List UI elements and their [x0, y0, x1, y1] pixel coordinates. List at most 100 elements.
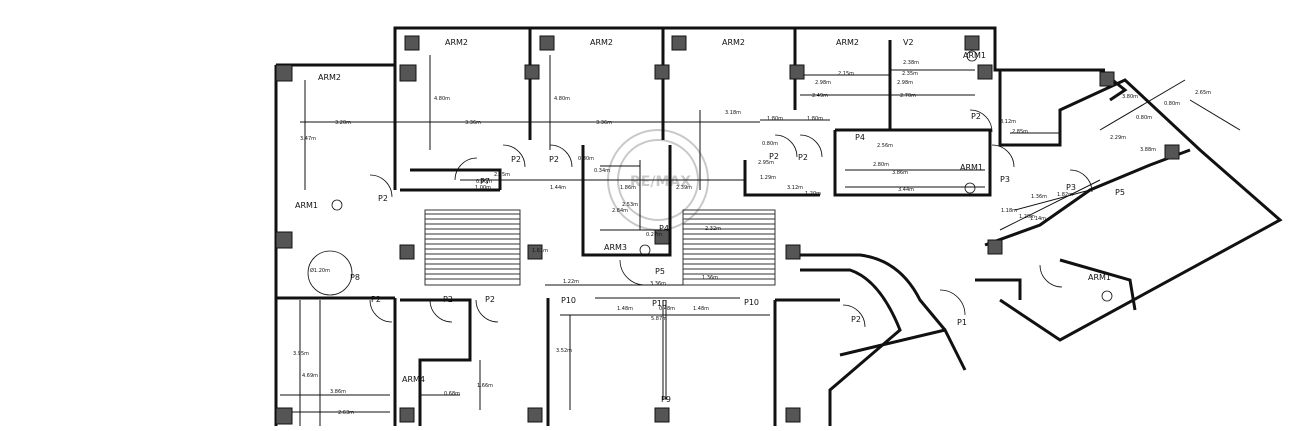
dimension-label: 0.80m [578, 156, 594, 162]
label-p2: P2 [549, 155, 559, 164]
dimension-label: 2.98m [897, 80, 913, 86]
dimension-label: 1.29m [760, 175, 776, 181]
dimension-label: 5.87m [651, 316, 667, 322]
label-p2: P2 [378, 194, 388, 203]
stair-hatch-right [682, 209, 776, 286]
dimension-label: 2.35m [902, 71, 918, 77]
dimension-label: 2.39m [676, 185, 692, 191]
dimension-label: 2.63m [338, 410, 354, 416]
dimension-label: 3.52m [556, 348, 572, 354]
dimension-label: 3.18m [725, 110, 741, 116]
dimension-label: 1.20m [1019, 214, 1035, 220]
label-p10: P10 [744, 298, 759, 307]
dimension-label: 0.34m [594, 168, 610, 174]
stair-hatch-left [424, 209, 521, 286]
dimension-labels: 3.20m 3.36m 3.36m 3.18m 3.47m 4.80m 4.80m 0.90m… [293, 60, 1211, 416]
label-arm2: ARM2 [445, 38, 468, 47]
dimension-label: 2.80m [873, 162, 889, 168]
door-swings [307, 50, 1113, 328]
dimension-label: 2.38m [903, 60, 919, 66]
label-p2: P2 [971, 112, 981, 121]
dimension-label: 3.88m [1140, 147, 1156, 153]
dimension-label: 0.48m [659, 306, 675, 312]
dimension-label: 3.36m [596, 120, 612, 126]
label-p2: P2 [798, 153, 808, 162]
dimension-label: 2.85m [1012, 129, 1028, 135]
dimension-label: 1.82m [1057, 192, 1073, 198]
label-arm1: ARM1 [295, 201, 318, 210]
watermark-text: RE/MAX [630, 174, 691, 190]
dimension-label: 0.27m [646, 232, 662, 238]
columns [275, 35, 1180, 425]
dimension-label: 1.86m [620, 185, 636, 191]
label-p7: P7 [480, 177, 490, 186]
dimension-label: 0.68m [444, 391, 460, 397]
dimension-label: 3.86m [330, 389, 346, 395]
dimension-label: 3.12m [1000, 119, 1016, 125]
dimension-label: 2.70m [900, 93, 916, 99]
dimension-label: 1.80m [767, 116, 783, 122]
dimension-label: 1.44m [550, 185, 566, 191]
label-p9: P9 [661, 395, 671, 404]
label-p2: P2 [485, 295, 495, 304]
dimension-label: 2.55m [494, 172, 510, 178]
dimension-label: 0.90m [476, 179, 492, 185]
dimension-label: 2.53m [622, 202, 638, 208]
dimension-label: 3.80m [1122, 94, 1138, 100]
dimension-label: 2.65m [1195, 90, 1211, 96]
label-p2: P2 [769, 152, 779, 161]
dimension-label: 3.44m [898, 187, 914, 193]
dimension-label: 3.12m [787, 185, 803, 191]
dimension-label: Ø1.20m [310, 267, 330, 274]
label-p1: P1 [957, 318, 967, 327]
label-p10: P10 [561, 296, 576, 305]
label-arm2: ARM2 [318, 73, 341, 82]
dimension-label: 0.80m [1136, 115, 1152, 121]
dimension-label: 3.47m [300, 136, 316, 142]
dimension-label: 1.66m [477, 383, 493, 389]
dimension-label: 2.84m [612, 208, 628, 214]
dimension-label: 0.80m [1164, 101, 1180, 107]
dimension-label: 3.86m [892, 170, 908, 176]
dimension-label: 1.22m [563, 279, 579, 285]
interior-lines [280, 55, 1241, 426]
room-labels: ARM2 ARM2 ARM2 ARM2 ARM2 V2 ARM1 ARM1 AR… [295, 38, 1125, 404]
dimension-label: 4.80m [554, 96, 570, 102]
dimension-label: 2.56m [877, 143, 893, 149]
dimension-label: 2.15m [838, 71, 854, 77]
label-arm2: ARM2 [836, 38, 859, 47]
label-arm1: ARM1 [960, 163, 983, 172]
label-arm1: ARM1 [963, 51, 986, 60]
label-p4: P4 [659, 224, 669, 233]
label-arm1: ARM1 [1088, 273, 1111, 282]
label-p2: P2 [851, 315, 861, 324]
dimension-label: 1.14m [1030, 216, 1046, 222]
dimension-label: 4.69m [302, 373, 318, 379]
dimension-label: 1.36m [702, 275, 718, 281]
label-arm2: ARM2 [722, 38, 745, 47]
outer-walls [274, 26, 1283, 426]
label-p10: P10 [652, 299, 667, 308]
label-p5: P5 [655, 267, 665, 276]
label-p2: P2 [443, 295, 453, 304]
label-arm4: ARM4 [402, 375, 425, 384]
dimension-label: 2.95m [758, 160, 774, 166]
dimension-label: 1.00m [475, 185, 491, 191]
dimension-label: 1.48m [617, 306, 633, 312]
dimension-label: 2.98m [815, 80, 831, 86]
label-p3: P3 [1066, 183, 1076, 192]
dimension-label: 3.36m [465, 120, 481, 126]
dimension-label: 4.80m [434, 96, 450, 102]
dimension-label: 3.20m [335, 120, 351, 126]
label-p2: P2 [511, 155, 521, 164]
label-p3: P3 [1000, 175, 1010, 184]
dimension-label: 3.36m [650, 281, 666, 287]
dimension-label: 0.80m [762, 141, 778, 147]
dimension-label: 1.80m [807, 116, 823, 122]
dimension-label: 2.32m [705, 226, 721, 232]
label-arm2: ARM2 [590, 38, 613, 47]
dimension-label: 2.29m [1110, 135, 1126, 141]
dimension-label: 2.49m [812, 93, 828, 99]
